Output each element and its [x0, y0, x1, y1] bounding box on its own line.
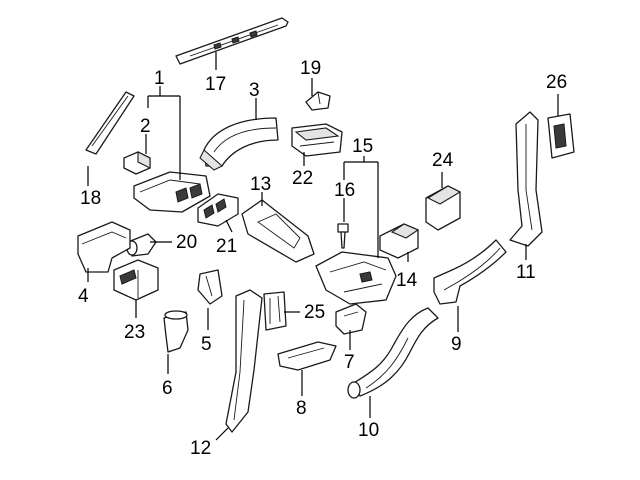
- callout-11: 11: [516, 262, 536, 283]
- part-5-bracket: [197, 269, 223, 305]
- callout-5: 5: [201, 334, 212, 355]
- leader-12: [215, 427, 229, 441]
- callout-19: 19: [300, 58, 321, 79]
- part-1-dash-duct: [133, 171, 211, 213]
- callout-24: 24: [432, 150, 454, 171]
- callout-12: 12: [190, 438, 211, 459]
- callout-9: 9: [451, 334, 462, 355]
- part-24-vent-box: [425, 185, 462, 231]
- callout-26: 26: [546, 72, 567, 93]
- part-3-curved-duct: [199, 117, 279, 171]
- part-12-pillar-duct: [225, 289, 263, 433]
- part-8-floor-duct: [277, 341, 337, 371]
- callout-labels: 1 2 3 4 5 6 7 8 9 10 11 12 13 14 15 16 1…: [78, 58, 567, 459]
- part-4-left-duct: [77, 221, 131, 273]
- leader-21: [225, 219, 233, 233]
- part-6-duct-piece: [163, 310, 189, 353]
- callout-2: 2: [140, 116, 151, 137]
- part-21-vent: [197, 193, 239, 227]
- part-18-pillar-strip: [85, 91, 135, 155]
- part-17-defroster-strip: [175, 17, 289, 65]
- part-26-side-panel: [547, 113, 575, 159]
- part-22-vent-outlet: [291, 123, 343, 157]
- callout-17: 17: [205, 74, 226, 95]
- part-23-lower-vent: [113, 259, 159, 301]
- callout-8: 8: [296, 398, 307, 419]
- callout-25: 25: [304, 302, 325, 323]
- leader-lines: [87, 52, 559, 441]
- callout-20: 20: [176, 232, 197, 253]
- callout-4: 4: [78, 286, 89, 307]
- part-9-rear-duct: [433, 239, 507, 305]
- callout-10: 10: [358, 420, 379, 441]
- part-10-floor-duct: [347, 307, 439, 399]
- callout-14: 14: [396, 270, 418, 291]
- callout-3: 3: [249, 80, 260, 101]
- part-2-vent-flap: [123, 151, 151, 175]
- callout-1: 1: [154, 68, 165, 89]
- callout-22: 22: [292, 168, 313, 189]
- callout-21: 21: [216, 236, 237, 257]
- part-20-nozzle: [126, 233, 157, 257]
- part-7-bracket: [335, 303, 367, 335]
- part-11-tall-duct: [509, 111, 543, 247]
- leader-15: [343, 156, 379, 258]
- callout-15: 15: [352, 136, 373, 157]
- callout-18: 18: [80, 188, 101, 209]
- part-13-center-duct: [241, 199, 315, 263]
- callout-16: 16: [334, 180, 355, 201]
- part-14-clip: [379, 223, 420, 259]
- leader-1: [147, 86, 181, 180]
- part-16-fastener: [337, 223, 349, 249]
- callout-7: 7: [344, 352, 355, 373]
- callout-6: 6: [162, 378, 173, 399]
- part-19-clip: [305, 91, 331, 111]
- callout-23: 23: [124, 322, 145, 343]
- part-15-center-box: [315, 251, 397, 305]
- part-25-slot-plate: [263, 291, 287, 331]
- callout-13: 13: [250, 174, 271, 195]
